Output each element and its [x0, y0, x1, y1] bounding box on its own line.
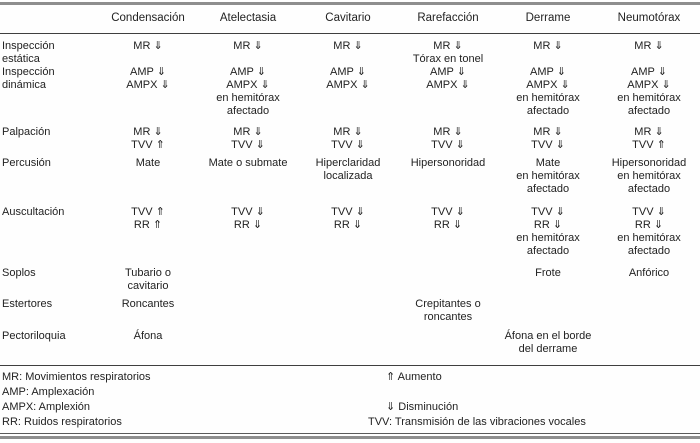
legend: MR: Movimientos respiratorios AMP: Ample… — [0, 365, 700, 430]
legend-item-aumento: ⇑ Aumento — [386, 371, 442, 383]
row-label: Inspección estática — [2, 40, 55, 65]
table-cell: TVV ⇓ RR ⇓ — [431, 206, 465, 231]
table-cell: TVV ⇓ RR ⇓ en hemitórax afectado — [516, 206, 580, 257]
table-cell: MR ⇓ TVV ⇓ — [331, 126, 365, 151]
table-cell: MR ⇓ TVV ⇓ — [431, 126, 465, 151]
column-header-neumotorax: Neumotórax — [598, 7, 700, 34]
column-header-derrame: Derrame — [498, 7, 598, 34]
table-cell — [198, 298, 298, 330]
bottom-rule-thin — [0, 433, 700, 434]
table-cell: MR ⇓ TVV ⇓ — [231, 126, 265, 151]
table-cell — [198, 330, 298, 365]
table-cell: MR ⇓ — [333, 40, 363, 52]
table-cell: Anfórico — [628, 267, 670, 279]
table-cell: TVV ⇓ RR ⇓ — [331, 206, 365, 231]
legend-item-ampx: AMPX: Amplexión — [2, 401, 91, 413]
row-label: Palpación — [2, 126, 51, 138]
table-cell: MR ⇓ — [133, 40, 163, 52]
table-cell: AMP ⇓ AMPX ⇓ en hemitórax afectado — [216, 66, 280, 117]
table-cell: Hipersonoridad — [410, 157, 486, 169]
table-cell: Tubario o cavitario — [124, 267, 172, 292]
table-cell: Hipersonoridad en hemitórax afectado — [611, 157, 687, 195]
table-cell: MR ⇓ — [533, 40, 563, 52]
table-row-estertores: Estertores Roncantes Crepitantes o ronca… — [0, 298, 700, 330]
table-row-pectoriloquia: Pectoriloquia Áfona Áfona en el borde de… — [0, 330, 700, 365]
table-cell: Hiperclaridad localizada — [315, 157, 381, 182]
table-cell: MR ⇓ — [233, 40, 263, 52]
table-row-soplos: Soplos Tubario o cavitario Frote Anfóric… — [0, 267, 700, 298]
column-header-cavitario: Cavitario — [298, 7, 398, 34]
legend-left-column: MR: Movimientos respiratorios AMP: Ample… — [0, 370, 368, 430]
row-label: Soplos — [2, 267, 36, 279]
table-cell: TVV ⇓ RR ⇓ en hemitórax afectado — [617, 206, 681, 257]
table-cell: MR ⇓ TVV ⇓ — [531, 126, 565, 151]
table-cell — [298, 267, 398, 298]
table-cell — [398, 267, 498, 298]
row-label: Pectoriloquia — [2, 330, 66, 342]
table-cell — [198, 267, 298, 298]
table-cell — [598, 330, 700, 365]
table-cell: Mate — [135, 157, 161, 169]
table-cell: Mate o submate — [208, 157, 288, 169]
table-cell: MR ⇓ — [634, 40, 664, 52]
column-header-condensacion: Condensación — [98, 7, 198, 34]
table-cell: Roncantes — [121, 298, 175, 310]
legend-item-disminucion: ⇓ Disminución — [386, 401, 459, 413]
table-row-inspeccion-dinamica: Inspección dinámica AMP ⇓ AMPX ⇓ AMP ⇓ A… — [0, 66, 700, 126]
table-cell — [598, 298, 700, 330]
table-cell — [398, 330, 498, 365]
row-label: Auscultación — [2, 206, 65, 218]
header-row: Condensación Atelectasia Cavitario Raref… — [0, 7, 700, 34]
table-row-palpacion: Palpación MR ⇓ TVV ⇑ MR ⇓ TVV ⇓ MR ⇓ TVV… — [0, 126, 700, 157]
legend-item-rr: RR: Ruidos respiratorios — [2, 416, 122, 428]
bottom-rule-thick — [0, 436, 700, 439]
table-cell: Áfona — [133, 330, 163, 342]
table-cell: AMP ⇓ AMPX ⇓ — [126, 66, 170, 91]
table-cell: TVV ⇑ RR ⇑ — [131, 206, 165, 231]
physical-exam-table: Condensación Atelectasia Cavitario Raref… — [0, 7, 700, 365]
table-cell: TVV ⇓ RR ⇓ — [231, 206, 265, 231]
column-header-atelectasia: Atelectasia — [198, 7, 298, 34]
table-cell — [498, 298, 598, 330]
row-label: Estertores — [2, 298, 53, 310]
table-cell: AMP ⇓ AMPX ⇓ — [426, 66, 470, 91]
table-cell: Frote — [535, 267, 561, 279]
table-cell: MR ⇓ TVV ⇑ — [632, 126, 666, 151]
legend-item-tvv: TVV: Transmisión de las vibraciones voca… — [368, 416, 586, 428]
row-label: Inspección dinámica — [2, 66, 55, 91]
table-row-percusion: Percusión Mate Mate o submate Hiperclari… — [0, 157, 700, 206]
table-cell — [298, 298, 398, 330]
table-cell: AMP ⇓ AMPX ⇓ en hemitórax afectado — [617, 66, 681, 117]
table-row-auscultacion: Auscultación TVV ⇑ RR ⇑ TVV ⇓ RR ⇓ TVV ⇓… — [0, 206, 700, 267]
row-label: Percusión — [2, 157, 51, 169]
top-rule — [0, 2, 700, 5]
table-cell — [298, 330, 398, 365]
column-header-empty — [0, 7, 98, 34]
table-cell: MR ⇓ Tórax en tonel — [412, 40, 484, 65]
legend-right-column: ⇑ Aumento ⇓ Disminución TVV: Transmisión… — [368, 370, 700, 430]
table-cell: Mate en hemitórax afectado — [516, 157, 580, 195]
table-cell: AMP ⇓ AMPX ⇓ — [326, 66, 370, 91]
table-cell: Áfona en el borde del derrame — [504, 330, 592, 355]
table-cell: AMP ⇓ AMPX ⇓ en hemitórax afectado — [516, 66, 580, 117]
legend-spacer — [368, 385, 700, 400]
table-cell: Crepitantes o roncantes — [415, 298, 481, 323]
legend-item-mr: MR: Movimientos respiratorios — [2, 371, 151, 383]
table-cell: MR ⇓ TVV ⇑ — [131, 126, 165, 151]
legend-item-amp: AMP: Amplexación — [2, 386, 95, 398]
column-header-rarefaccion: Rarefacción — [398, 7, 498, 34]
table-row-inspeccion-estatica: Inspección estática MR ⇓ MR ⇓ MR ⇓ MR ⇓ … — [0, 34, 700, 67]
